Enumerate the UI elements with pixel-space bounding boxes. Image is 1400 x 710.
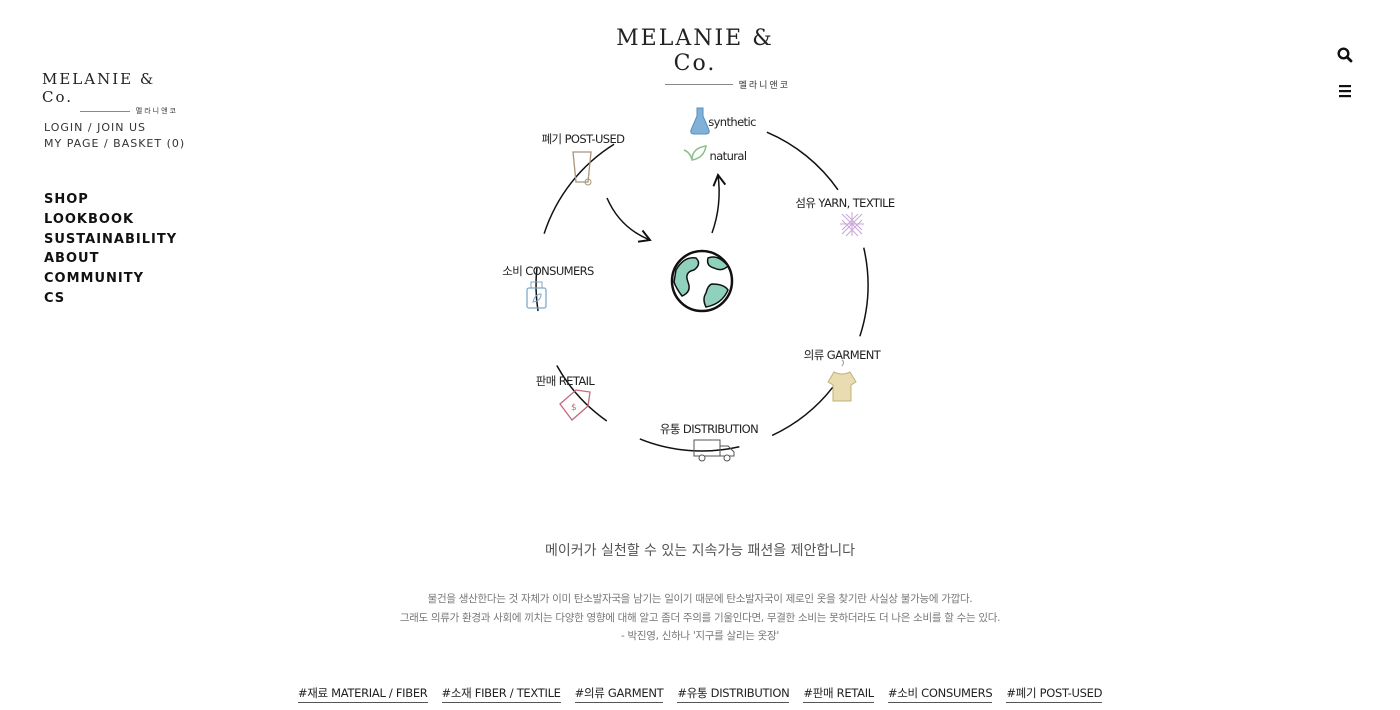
arrow-to-globe xyxy=(606,197,652,243)
tag-distribution[interactable]: #유통 DISTRIBUTION xyxy=(677,685,790,703)
cycle-arc xyxy=(543,143,615,234)
nav-about[interactable]: ABOUT xyxy=(44,251,100,267)
tag-textile[interactable]: #소재 FIBER / TEXTILE xyxy=(441,685,561,703)
lifecycle-diagram: $ xyxy=(526,107,869,462)
quote: 물건을 생산한다는 것 자체가 이미 탄소발자국을 남기는 일이기 때문에 탄소… xyxy=(0,590,1400,646)
cycle-arc xyxy=(535,267,539,312)
tag-links: #재료 MATERIAL / FIBER #소재 FIBER / TEXTILE… xyxy=(0,685,1400,703)
node-distribution: 유통 DISTRIBUTION xyxy=(659,422,759,436)
tag-retail[interactable]: #판매 RETAIL xyxy=(803,685,874,703)
yarn-icon xyxy=(840,212,864,237)
cycle-arc xyxy=(766,131,839,191)
logo-text: MELANIE & Co. xyxy=(616,26,774,76)
quote-line: 그래도 의류가 환경과 사회에 끼치는 다양한 영향에 대해 알고 좀더 주의를… xyxy=(399,611,1001,624)
node-garment: 의류 GARMENT xyxy=(803,348,881,362)
top-logo[interactable]: MELANIE & Co. 멜라니앤코 xyxy=(600,26,790,91)
globe-icon xyxy=(670,249,734,313)
tag-post-used[interactable]: #폐기 POST-USED xyxy=(1006,685,1102,703)
svg-text:$: $ xyxy=(571,403,577,413)
node-post-used: 폐기 POST-USED xyxy=(541,132,625,146)
login-join-link[interactable]: LOGIN / JOIN US xyxy=(44,121,146,134)
mypage-basket-link[interactable]: MY PAGE / BASKET (0) xyxy=(44,137,186,150)
shopping-bag-icon xyxy=(526,281,547,309)
logo-korean: 멜라니앤코 xyxy=(135,107,178,115)
cycle-arcs xyxy=(535,131,869,452)
node-retail: 판매 RETAIL xyxy=(535,374,595,388)
main-nav: SHOP LOOKBOOK SUSTAINABILITY ABOUT COMMU… xyxy=(44,190,177,309)
headline: 메이커가 실천할 수 있는 지속가능 패션을 제안합니다 xyxy=(544,543,856,559)
node-synthetic: synthetic xyxy=(708,115,756,129)
cycle-arc xyxy=(639,438,740,452)
node-yarn: 섬유 YARN, TEXTILE xyxy=(795,196,895,210)
logo-text: MELANIE & Co. xyxy=(42,70,156,106)
nav-community[interactable]: COMMUNITY xyxy=(44,271,145,287)
price-tag-icon: $ xyxy=(559,389,591,421)
leaf-icon xyxy=(683,145,707,161)
node-consumers: 소비 CONSUMERS xyxy=(502,264,594,278)
tag-garment[interactable]: #의류 GARMENT xyxy=(574,685,664,703)
arrow-to-materials xyxy=(711,173,727,234)
node-natural: natural xyxy=(709,149,748,163)
flask-icon xyxy=(690,107,710,135)
shirt-icon xyxy=(827,359,857,402)
logo-korean: 멜라니앤코 xyxy=(738,81,790,91)
cycle-arc xyxy=(771,386,834,437)
search-icon[interactable] xyxy=(1336,46,1354,64)
cup-icon xyxy=(572,151,592,186)
tag-consumers[interactable]: #소비 CONSUMERS xyxy=(887,685,993,703)
nav-lookbook[interactable]: LOOKBOOK xyxy=(44,211,135,227)
nav-cs[interactable]: CS xyxy=(44,290,66,306)
truck-icon xyxy=(693,439,735,462)
sidebar-logo[interactable]: MELANIE & Co. 멜라니앤코 xyxy=(42,70,178,116)
cycle-arc xyxy=(556,365,608,422)
hamburger-menu-icon[interactable] xyxy=(1336,82,1354,100)
tag-material[interactable]: #재료 MATERIAL / FIBER xyxy=(297,685,428,703)
nav-shop[interactable]: SHOP xyxy=(44,192,89,207)
cycle-arc xyxy=(859,247,869,337)
quote-line: 물건을 생산한다는 것 자체가 이미 탄소발자국을 남기는 일이기 때문에 탄소… xyxy=(427,593,973,605)
nav-sustainability[interactable]: SUSTAINABILITY xyxy=(44,231,178,247)
quote-source: - 박진영, 신하나 '지구를 살리는 옷장' xyxy=(621,630,779,642)
